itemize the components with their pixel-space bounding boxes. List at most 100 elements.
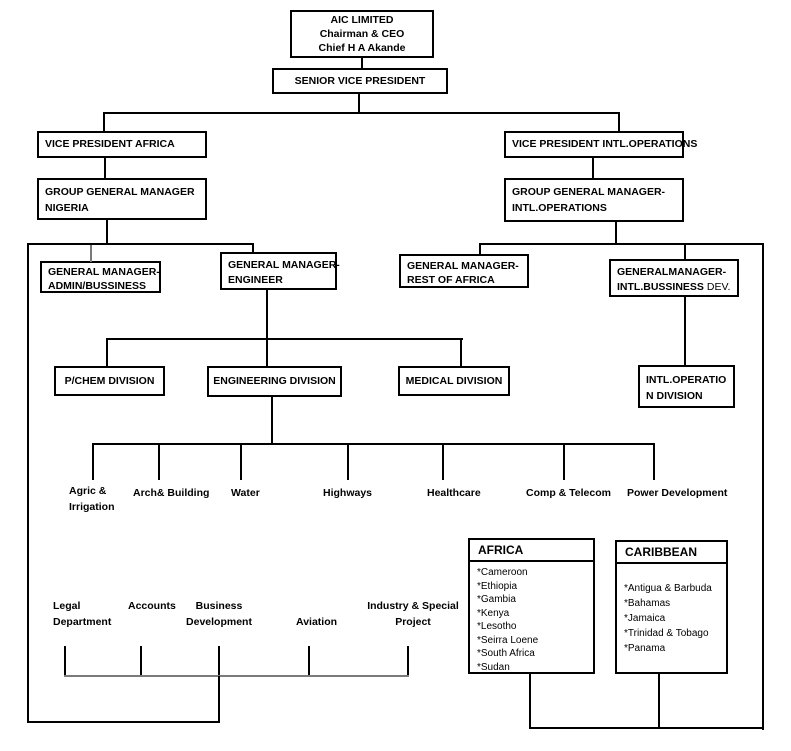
node-senior-vice-president: SENIOR VICE PRESIDENT [272,68,448,94]
node-label: GENERALMANAGER- [617,266,727,278]
connector-line [218,676,220,722]
unit-label: Highways [323,487,373,499]
node-label: VICE PRESIDENT AFRICA [45,138,175,150]
connector-line [158,443,160,480]
node-label: SENIOR VICE PRESIDENT [294,74,426,87]
node-label: N DIVISION [646,390,703,402]
country-item: *Jamaica [624,613,666,624]
frame-left-edge [27,243,29,723]
connector-line [529,674,531,729]
connector-line [442,443,444,480]
dept-label: Legal [53,600,81,612]
country-item: *Kenya [477,607,510,619]
connector-line [218,646,220,676]
unit-label: Arch& Building [133,487,210,499]
node-title: AIC LIMITED [330,14,394,26]
unit-highways: Highways [323,485,372,501]
unit-agric-irrigation: Agric & Irrigation [69,483,115,515]
dept-industry-special-project: Industry & Special Project [366,598,460,630]
node-intl-operation-division: INTL.OPERATIO N DIVISION [638,365,735,408]
connector-line [64,675,409,677]
country-item: *South Africa [477,648,535,659]
unit-arch-building: Arch& Building [133,485,209,501]
node-general-manager-admin-bussiness: GENERAL MANAGER- ADMIN/BUSSINESS [40,261,161,293]
connector-line [658,674,660,729]
node-label: MEDICAL DIVISION [405,374,503,387]
node-label: GENERAL MANAGER- [228,259,340,271]
connector-line [460,338,462,366]
country-item: *Ethiopia [477,580,518,592]
connector-line [653,443,655,480]
node-label: GENERAL MANAGER- [48,266,160,278]
node-label-suffix: DEV. [706,281,731,293]
country-item: *Cameroon [477,567,528,578]
panel-africa-items: *Cameroon *Ethiopia *Gambia *Kenya *Leso… [470,562,593,674]
unit-water: Water [231,485,260,501]
dept-label: Industry & Special [367,600,459,612]
connector-line [140,646,142,676]
node-medical-division: MEDICAL DIVISION [398,366,510,396]
connector-line [266,338,268,366]
node-label: INTL.BUSSINESS DEV. [617,280,731,295]
node-general-manager-engineer: GENERAL MANAGER- ENGINEER [220,252,340,290]
country-item: *Antigua & Barbuda [624,583,712,594]
connector-line [240,443,242,480]
unit-label: Agric & [69,485,107,497]
connector-line [308,646,310,676]
panel-africa: AFRICA *Cameroon *Ethiopia *Gambia *Keny… [468,538,595,674]
dept-label: Accounts [128,600,176,612]
node-label: GROUP GENERAL MANAGER- [512,186,666,198]
node-label: GENERAL MANAGER- [407,260,519,272]
connector-line [358,93,360,113]
panel-caribbean-title: CARIBBEAN [617,542,726,564]
dept-legal-department: Legal Department [53,598,111,630]
unit-label: Healthcare [427,487,481,499]
connector-line [479,243,764,245]
node-label: ENGINEER [228,274,283,286]
node-general-manager-rest-of-africa: GENERAL MANAGER- REST OF AFRICA [399,254,529,288]
connector-line [92,443,94,480]
country-item: *Trinidad & Tobago [624,628,709,639]
connector-line [361,57,363,69]
node-vice-president-intl-operations: VICE PRESIDENT INTL.OPERATIONS [504,131,698,158]
node-label: GROUP GENERAL MANAGER [45,186,195,198]
connector-line [684,245,686,260]
unit-power-development: Power Development [627,485,727,501]
node-label: ADMIN/BUSSINESS [48,280,147,292]
connector-line [92,443,655,445]
node-label: INTL.OPERATIONS [512,202,607,214]
node-group-general-manager-intl-operations: GROUP GENERAL MANAGER- INTL.OPERATIONS [504,178,684,222]
node-label: VICE PRESIDENT INTL.OPERATIONS [512,138,698,150]
frame-right-edge [762,243,764,730]
connector-line [64,646,66,676]
connector-line [407,646,409,676]
connector-line [106,338,463,340]
panel-caribbean-items: *Antigua & Barbuda *Bahamas *Jamaica *Tr… [617,564,726,656]
connector-line [479,245,481,255]
connector-line [684,297,686,365]
node-general-manager-intl-bussiness-dev: GENERALMANAGER- INTL.BUSSINESS DEV. [609,259,739,297]
connector-line [592,158,594,179]
connector-line [271,397,273,444]
dept-accounts: Accounts [128,598,176,614]
country-item: *Panama [624,643,666,654]
country-item: *Bahamas [624,598,671,609]
node-label: NIGERIA [45,202,89,214]
node-label: P/CHEM DIVISION [64,374,155,387]
connector-line [106,338,108,366]
connector-line [618,112,620,133]
unit-label: Power Development [627,487,728,499]
node-label: INTL.OPERATIO [646,374,727,386]
country-item: *Seirra Loene [477,634,539,646]
connector-line [103,112,105,133]
unit-label: Water [231,487,260,499]
unit-healthcare: Healthcare [427,485,481,501]
node-pchem-division: P/CHEM DIVISION [54,366,165,396]
country-item: *Gambia [477,594,516,605]
connector-line [529,727,764,729]
dept-aviation: Aviation [296,614,337,630]
connector-line [266,290,268,340]
connector-line [104,158,106,179]
node-chairman-ceo: AIC LIMITED Chairman & CEO Chief H A Aka… [290,10,434,58]
